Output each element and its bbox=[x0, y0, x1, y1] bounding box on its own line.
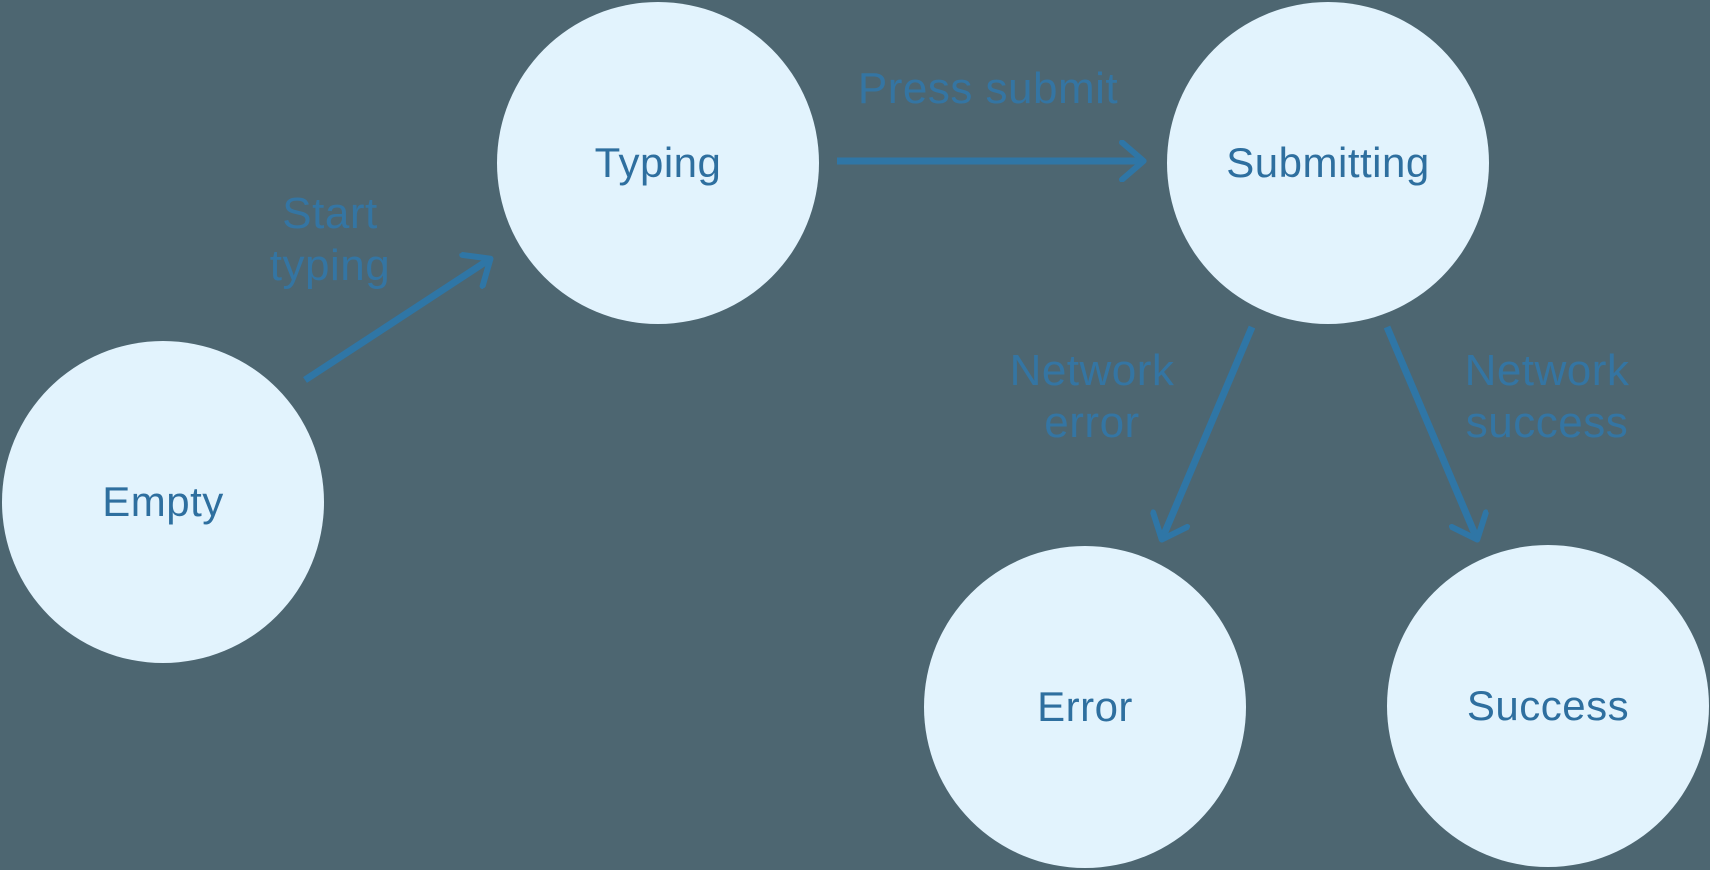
state-node-submitting: Submitting bbox=[1167, 2, 1489, 324]
state-node-submitting-label: Submitting bbox=[1226, 139, 1430, 186]
state-node-empty: Empty bbox=[2, 341, 324, 663]
state-node-typing: Typing bbox=[497, 2, 819, 324]
edge-submitting-success bbox=[1383, 325, 1477, 539]
state-node-success-label: Success bbox=[1466, 682, 1630, 729]
state-node-typing-label: Typing bbox=[594, 139, 722, 186]
edge-label-network-error: Network error bbox=[1009, 346, 1175, 447]
state-node-error-label: Error bbox=[1037, 683, 1133, 730]
edge-empty-typing bbox=[303, 259, 490, 383]
state-node-success: Success bbox=[1387, 545, 1709, 867]
edge-label-start-typing: Start typing bbox=[269, 189, 391, 290]
state-node-empty-label: Empty bbox=[102, 478, 224, 525]
edge-label-network-success: Network success bbox=[1464, 346, 1630, 447]
edge-submitting-error bbox=[1162, 325, 1256, 539]
state-node-error: Error bbox=[924, 546, 1246, 868]
edge-label-press-submit: Press submit bbox=[857, 64, 1119, 113]
